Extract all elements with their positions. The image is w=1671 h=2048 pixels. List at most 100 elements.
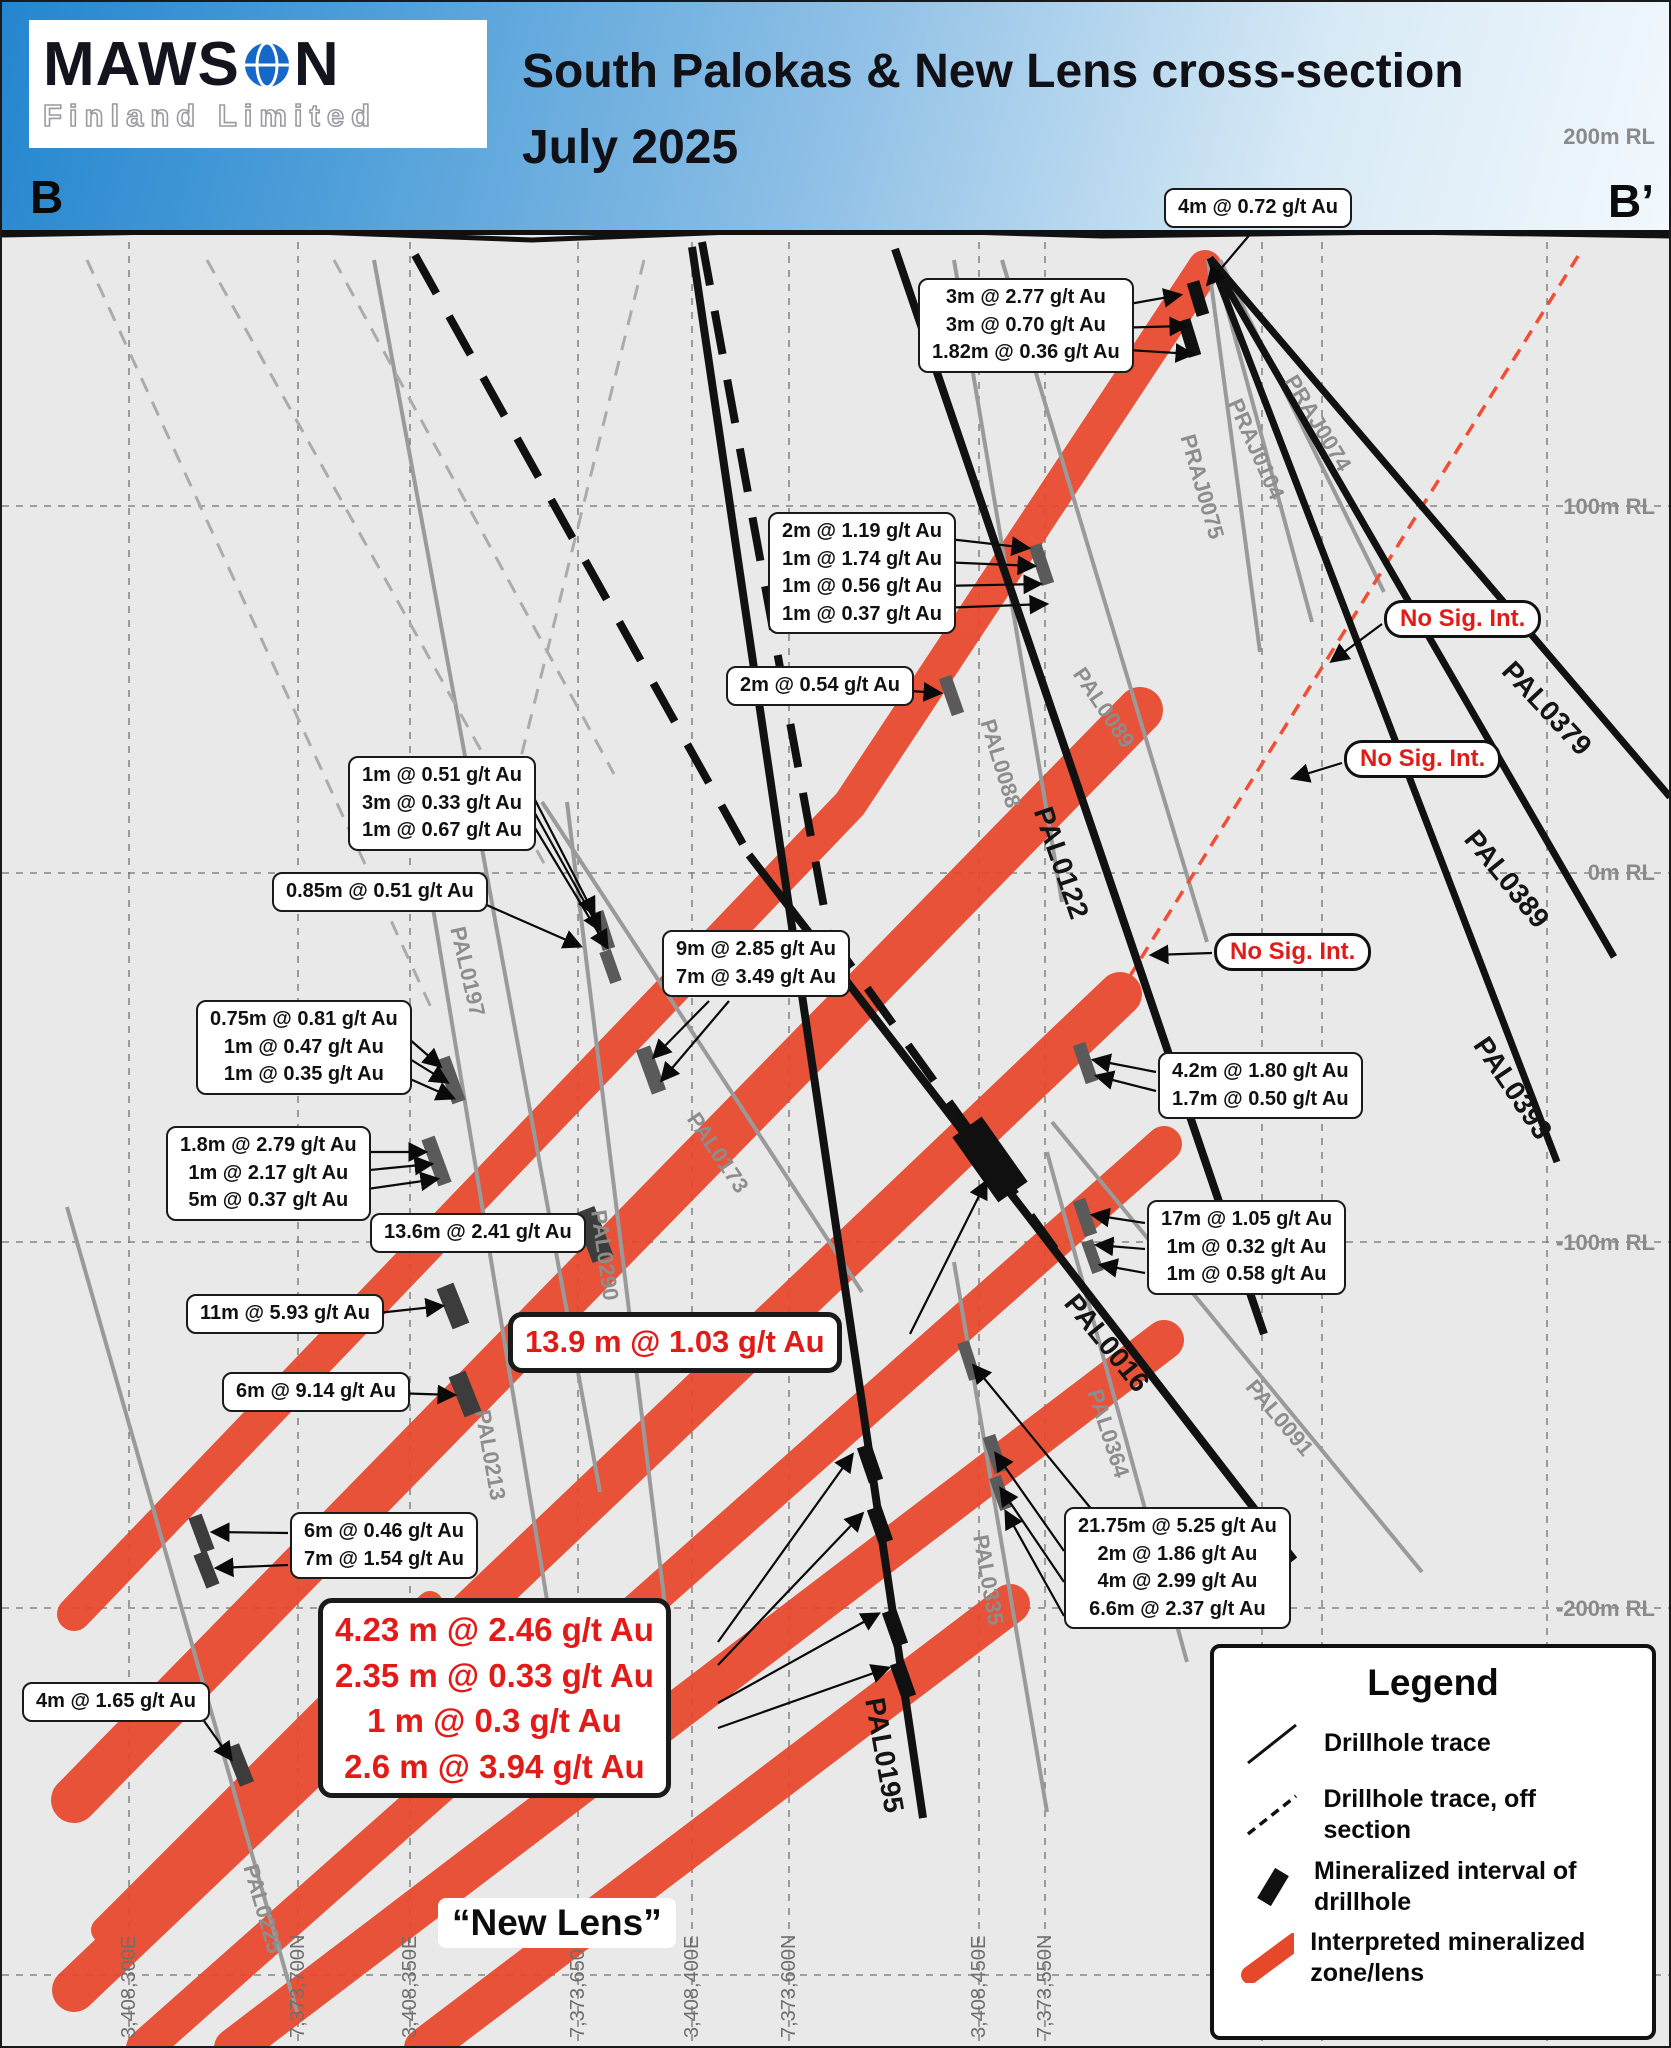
logo-text-1: MAWS bbox=[43, 30, 240, 100]
section-marker-b-prime: B’ bbox=[1608, 175, 1654, 227]
text-line: 4m @ 2.99 g/t Au bbox=[1097, 1570, 1258, 1593]
trace-pal0197 bbox=[372, 259, 602, 1493]
text-line: 4.23 m @ 2.46 g/t Au bbox=[335, 1611, 654, 1648]
mawson-wordmark: MAWS N bbox=[43, 34, 487, 96]
assay-callout: 11m @ 5.93 g/t Au bbox=[186, 1294, 384, 1334]
assay-callout: 6m @ 9.14 g/t Au bbox=[222, 1372, 410, 1412]
text-line: 1 m @ 0.3 g/t Au bbox=[367, 1702, 622, 1740]
legend-item-label: Mineralized interval of drillhole bbox=[1313, 1856, 1577, 1916]
mineralized-band bbox=[126, 1126, 1182, 2046]
text-line: 1m @ 0.37 g/t Au bbox=[782, 602, 942, 625]
legend-item-mineralized-zone: Interpreted mineralized zone/lens bbox=[1238, 1927, 1628, 1990]
assay-callout: 4m @ 0.72 g/t Au bbox=[1164, 188, 1352, 228]
text-line: 4m @ 1.65 g/t Au bbox=[36, 1690, 196, 1712]
coord-label: 7,373,600N bbox=[778, 1934, 800, 2038]
text-line: 11m @ 5.93 g/t Au bbox=[200, 1302, 370, 1324]
trace-pal0225 bbox=[65, 1206, 299, 2013]
text-line: 1m @ 1.74 g/t Au bbox=[782, 547, 942, 570]
globe-icon bbox=[244, 41, 289, 89]
red-dashed-trace bbox=[1118, 255, 1580, 993]
logo-text-2: N bbox=[293, 30, 340, 100]
legend-item-label: Drillhole trace bbox=[1324, 1729, 1491, 1758]
coord-label: 3,408,350E bbox=[399, 1935, 421, 2038]
text-line: 2m @ 0.54 g/t Au bbox=[740, 674, 900, 696]
text-line: 0.85m @ 0.51 g/t Au bbox=[286, 880, 474, 902]
assay-callout: 2m @ 1.19 g/t Au 1m @ 1.74 g/t Au 1m @ 0.5… bbox=[768, 512, 956, 635]
new-lens-label: “New Lens” bbox=[438, 1898, 676, 1948]
trace-pal0393 bbox=[1206, 256, 1561, 1164]
text-line: 7m @ 1.54 g/t Au bbox=[304, 1547, 464, 1570]
text-line: 1m @ 0.58 g/t Au bbox=[1166, 1263, 1327, 1286]
trace-pal0091 bbox=[1050, 1120, 1424, 1574]
text-line: 17m @ 1.05 g/t Au bbox=[1161, 1208, 1333, 1230]
rl-label-100: 100m RL bbox=[1563, 494, 1655, 519]
text-line: 1m @ 0.51 g/t Au bbox=[362, 764, 522, 786]
legend-item-trace-off-section: Drillhole trace, off section bbox=[1238, 1784, 1628, 1847]
assay-callout: 17m @ 1.05 g/t Au 1m @ 0.32 g/t Au 1m @ 0.… bbox=[1147, 1200, 1347, 1295]
figure-title-line2: July 2025 bbox=[522, 121, 739, 174]
text-line: 1m @ 0.32 g/t Au bbox=[1166, 1235, 1327, 1258]
text-line: 1m @ 0.56 g/t Au bbox=[782, 575, 942, 598]
mineralized-band bbox=[57, 250, 1222, 1631]
trace-pal0122 bbox=[891, 247, 1268, 1336]
text-line: 2.6 m @ 3.94 g/t Au bbox=[344, 1747, 645, 1785]
no-sig-int-badge: No Sig. Int. bbox=[1214, 933, 1372, 971]
trace-praj0074 bbox=[1218, 259, 1386, 593]
legend-item-label: Interpreted mineralized zone/lens bbox=[1310, 1928, 1586, 1988]
trace-pal0379 bbox=[1207, 255, 1669, 800]
rl-label-neg200: -200m RL bbox=[1555, 1596, 1655, 1621]
text-line: 21.75m @ 5.25 g/t Au bbox=[1078, 1515, 1277, 1537]
text-line: 6.6m @ 2.37 g/t Au bbox=[1089, 1597, 1266, 1620]
trace-pal0173 bbox=[540, 800, 864, 1294]
assay-callout: 13.6m @ 2.41 g/t Au bbox=[370, 1213, 586, 1253]
text-line: 1m @ 0.35 g/t Au bbox=[223, 1063, 384, 1086]
drillhole-trace-icon bbox=[1247, 1723, 1297, 1765]
highlight-callout-13-9m: 13.9 m @ 1.03 g/t Au bbox=[508, 1312, 842, 1373]
text-line: 6m @ 0.46 g/t Au bbox=[304, 1520, 464, 1542]
text-line: 1.8m @ 2.79 g/t Au bbox=[180, 1134, 357, 1156]
coord-label: 3,408,450E bbox=[968, 1935, 990, 2038]
coord-label: 7,373,550N bbox=[1034, 1934, 1056, 2038]
trace-pal0195 bbox=[688, 246, 927, 1819]
interval-13-9m bbox=[952, 1116, 1028, 1203]
assay-callout: 2m @ 0.54 g/t Au bbox=[726, 666, 914, 706]
text-line: 4.2m @ 1.80 g/t Au bbox=[1172, 1060, 1349, 1082]
dashed-trace-icon bbox=[1246, 1794, 1298, 1836]
legend-item-label: Drillhole trace, off section bbox=[1323, 1785, 1536, 1845]
rl-label-0: 0m RL bbox=[1587, 860, 1655, 885]
text-line: 1.82m @ 0.36 g/t Au bbox=[932, 341, 1120, 364]
mineralized-band-new-lens bbox=[404, 1584, 1030, 2046]
assay-callout: 4.2m @ 1.80 g/t Au 1.7m @ 0.50 g/t Au bbox=[1158, 1052, 1363, 1120]
header-band: MAWS N Finland Limited South Palokas & N… bbox=[2, 2, 1669, 235]
legend-item-mineralized-interval: Mineralized interval of drillhole bbox=[1238, 1856, 1628, 1919]
coord-label: 7,373,700N bbox=[287, 1934, 309, 2038]
mineralized-interval-icon bbox=[1257, 1867, 1289, 1906]
text-line: 6m @ 9.14 g/t Au bbox=[236, 1380, 396, 1402]
trace-pal0089 bbox=[1000, 259, 1209, 943]
no-sig-int-badge: No Sig. Int. bbox=[1384, 600, 1542, 638]
text-line: 1m @ 0.67 g/t Au bbox=[362, 819, 522, 842]
text-line: 2m @ 1.19 g/t Au bbox=[782, 520, 942, 542]
assay-callout: 1m @ 0.51 g/t Au 3m @ 0.33 g/t Au 1m @ 0.6… bbox=[348, 756, 536, 851]
coord-label: 3,408,400E bbox=[681, 1935, 703, 2038]
legend-title: Legend bbox=[1367, 1662, 1499, 1703]
text-line: 9m @ 2.85 g/t Au bbox=[676, 938, 836, 960]
text-line: 3m @ 0.70 g/t Au bbox=[945, 313, 1106, 336]
text-line: 1m @ 0.47 g/t Au bbox=[223, 1035, 384, 1058]
trace-praj0075 bbox=[1206, 259, 1262, 653]
text-line: 1m @ 2.17 g/t Au bbox=[188, 1161, 349, 1184]
coord-label: 3,408,300E bbox=[118, 1935, 140, 2038]
text-line: 3m @ 0.33 g/t Au bbox=[362, 791, 522, 814]
logo-subtitle: Finland Limited bbox=[42, 97, 378, 134]
text-line: 7m @ 3.49 g/t Au bbox=[676, 965, 836, 988]
trace-pal0290 bbox=[565, 801, 669, 1623]
coord-label: 7,373,650N bbox=[567, 1934, 589, 2038]
text-line: 13.6m @ 2.41 g/t Au bbox=[384, 1221, 572, 1243]
text-line: 1.7m @ 0.50 g/t Au bbox=[1172, 1087, 1349, 1110]
no-sig-int-badge: No Sig. Int. bbox=[1344, 740, 1502, 778]
